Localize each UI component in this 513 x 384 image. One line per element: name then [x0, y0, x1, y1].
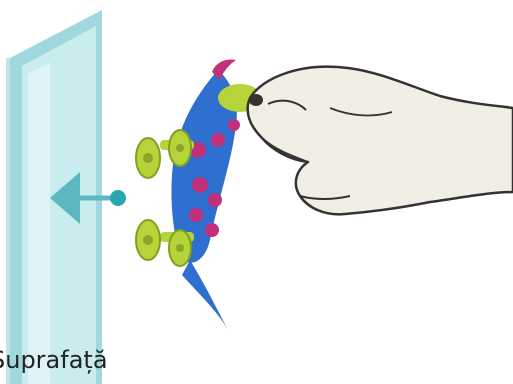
hand-icon: [248, 67, 513, 215]
surface-caption: Suprafață: [0, 346, 108, 374]
lizard-toy-icon: [136, 60, 262, 331]
